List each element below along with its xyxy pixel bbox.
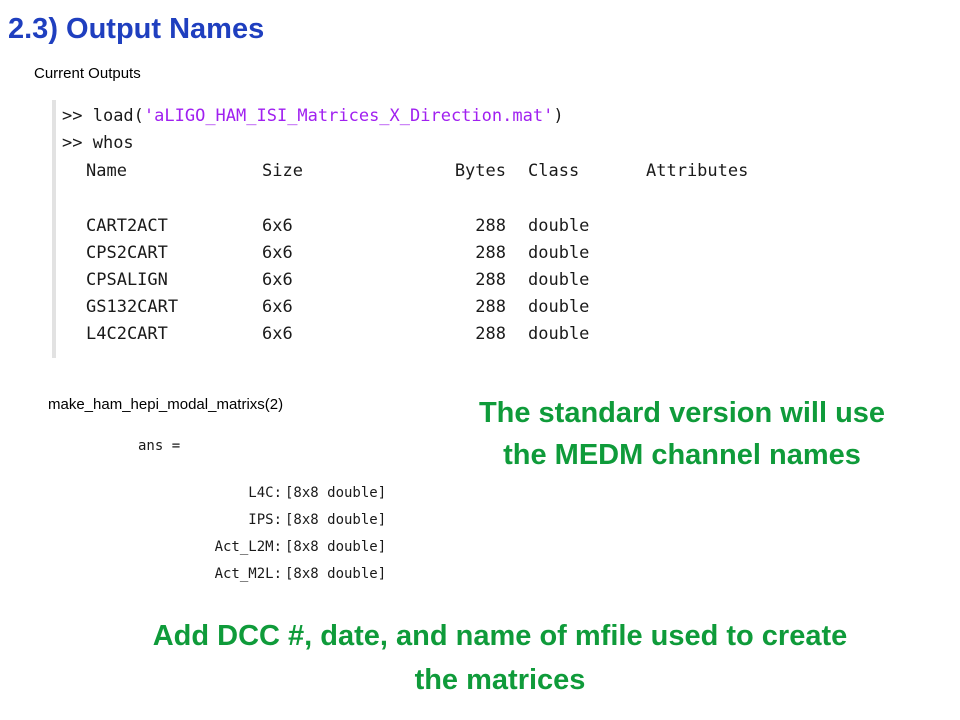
current-outputs-label: Current Outputs	[34, 65, 141, 82]
struct-field-row: IPS: [8x8 double]	[100, 509, 430, 531]
load-close-paren: )	[553, 106, 564, 126]
standard-version-note: The standard version will use the MEDM c…	[432, 392, 932, 476]
command-prompt: >>	[62, 133, 93, 153]
field-name: Act_M2L:	[214, 566, 282, 582]
todo-note-line1: Add DCC #, date, and name of mfile used …	[152, 620, 848, 652]
command-prompt: >>	[62, 106, 93, 126]
struct-field-row: Act_L2M: [8x8 double]	[100, 536, 430, 558]
variable-size: 6x6	[262, 270, 293, 290]
field-value: [8x8 double]	[285, 539, 387, 555]
standard-version-note-line1: The standard version will use	[478, 397, 886, 429]
variable-class: double	[528, 270, 590, 290]
variable-class: double	[528, 216, 590, 236]
variable-class: double	[528, 324, 590, 344]
variable-bytes: 288	[475, 216, 506, 236]
variable-name: CART2ACT	[86, 216, 168, 236]
whos-row: CPS2CART 6x6 288 double	[56, 241, 786, 265]
struct-field-row: L4C: [8x8 double]	[100, 482, 430, 504]
field-value: [8x8 double]	[285, 566, 387, 582]
whos-command-line: >> whos	[62, 131, 134, 155]
whos-row: L4C2CART 6x6 288 double	[56, 322, 786, 346]
variable-bytes: 288	[475, 243, 506, 263]
whos-row: GS132CART 6x6 288 double	[56, 295, 786, 319]
field-value: [8x8 double]	[285, 512, 387, 528]
matlab-console-screenshot: >> load('aLIGO_HAM_ISI_Matrices_X_Direct…	[52, 100, 786, 358]
whos-header-row: Name Size Bytes Class Attributes	[56, 159, 786, 183]
load-function-text: load(	[92, 106, 144, 126]
variable-size: 6x6	[262, 297, 293, 317]
field-name: Act_L2M:	[214, 539, 282, 555]
whos-row: CPSALIGN 6x6 288 double	[56, 268, 786, 292]
standard-version-note-line2: the MEDM channel names	[503, 439, 861, 471]
variable-size: 6x6	[262, 216, 293, 236]
variable-name: GS132CART	[86, 297, 179, 317]
variable-bytes: 288	[475, 297, 506, 317]
variable-size: 6x6	[262, 324, 293, 344]
load-command-line: >> load('aLIGO_HAM_ISI_Matrices_X_Direct…	[62, 104, 564, 128]
variable-bytes: 288	[475, 324, 506, 344]
field-name: L4C:	[248, 485, 282, 501]
ans-label: ans =	[138, 438, 181, 454]
page-title: 2.3) Output Names	[8, 13, 265, 45]
todo-note-line2: the matrices	[414, 664, 586, 696]
todo-note: Add DCC #, date, and name of mfile used …	[60, 614, 940, 702]
variable-class: double	[528, 297, 590, 317]
field-name: IPS:	[248, 512, 282, 528]
header-class: Class	[528, 161, 580, 181]
ans-output-block: ans = L4C: [8x8 double] IPS: [8x8 double…	[100, 430, 430, 590]
variable-size: 6x6	[262, 243, 293, 263]
function-call-label: make_ham_hepi_modal_matrixs(2)	[48, 396, 284, 413]
variable-class: double	[528, 243, 590, 263]
header-name: Name	[86, 161, 127, 181]
whos-row: CART2ACT 6x6 288 double	[56, 214, 786, 238]
header-attributes: Attributes	[646, 161, 749, 181]
variable-name: CPSALIGN	[86, 270, 168, 290]
whos-command-text: whos	[92, 133, 134, 153]
variable-name: CPS2CART	[86, 243, 168, 263]
field-value: [8x8 double]	[285, 485, 387, 501]
header-size: Size	[262, 161, 303, 181]
variable-name: L4C2CART	[86, 324, 168, 344]
load-filename-string: 'aLIGO_HAM_ISI_Matrices_X_Direction.mat'	[143, 106, 554, 126]
variable-bytes: 288	[475, 270, 506, 290]
struct-field-row: Act_M2L: [8x8 double]	[100, 563, 430, 585]
header-bytes: Bytes	[454, 161, 506, 181]
